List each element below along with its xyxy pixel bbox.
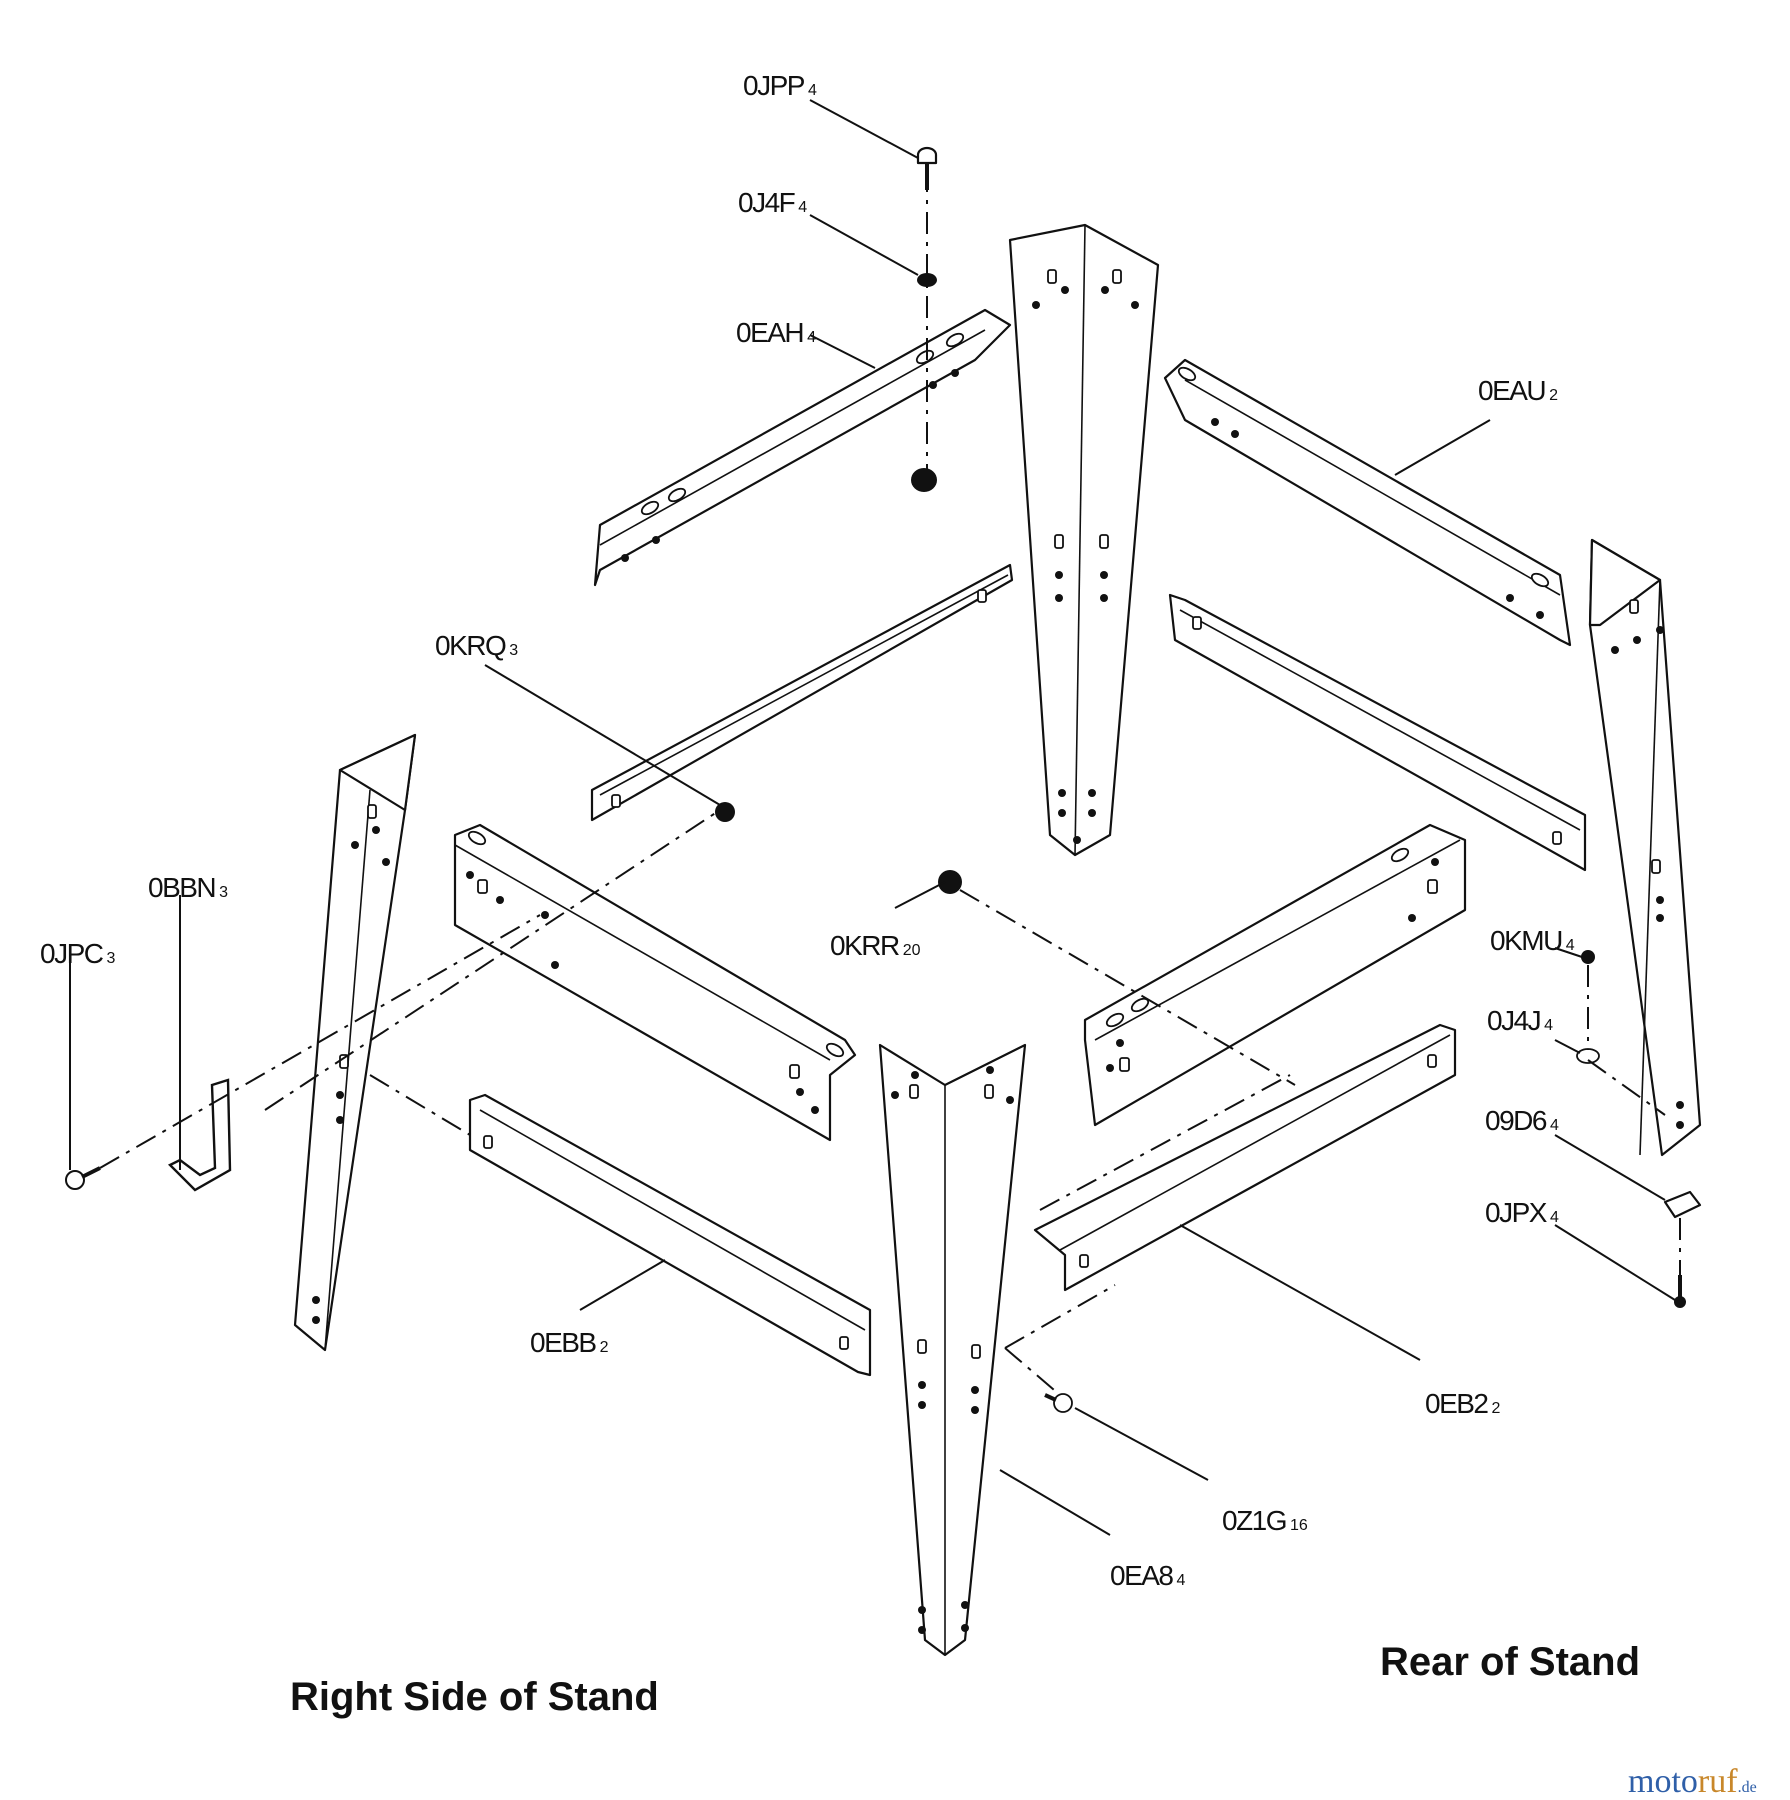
leader-lines [69, 99, 1676, 1536]
middle-left-stretcher [590, 563, 1014, 822]
assembly-axes [99, 170, 1681, 1396]
front-left-rail [453, 823, 857, 1142]
top-right-rail [1163, 358, 1572, 647]
right-back-leg [1588, 538, 1702, 1157]
caption-rear: Rear of Stand [1380, 1640, 1640, 1684]
front-center-leg [878, 1043, 1027, 1657]
front-right-stretcher [1033, 1023, 1457, 1292]
back-leg [1008, 223, 1160, 857]
watermark: motoruf.de [1628, 1763, 1757, 1800]
middle-right-stretcher [1168, 593, 1587, 872]
front-left-stretcher [468, 1093, 872, 1377]
left-front-leg [293, 733, 417, 1352]
top-left-rail [593, 308, 1012, 587]
hook [167, 1078, 232, 1192]
hardware [65, 146, 1702, 1413]
caption-right-side: Right Side of Stand [290, 1675, 659, 1719]
front-right-rail [1083, 823, 1467, 1127]
